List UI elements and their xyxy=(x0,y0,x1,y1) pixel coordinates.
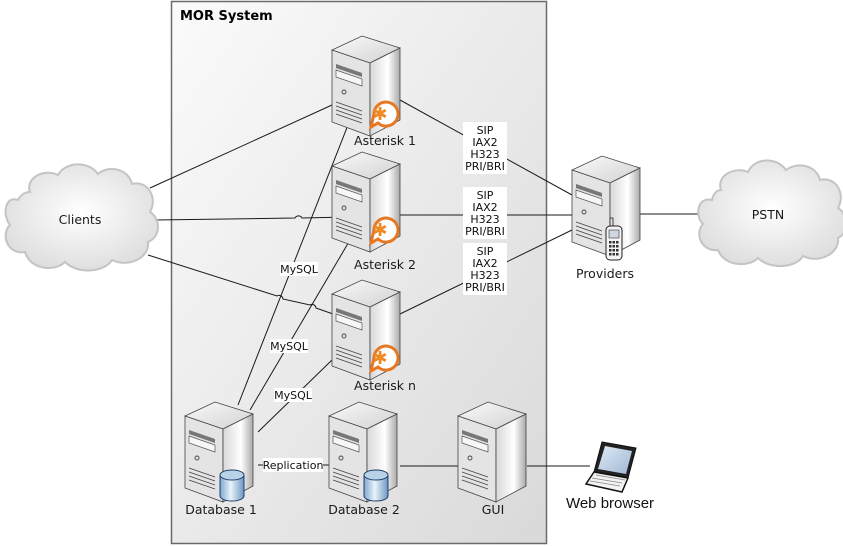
server-icon: ✱ xyxy=(330,35,402,137)
mysql-label-2: MySQL xyxy=(270,339,309,353)
mysql-label-3: MySQL xyxy=(274,388,313,402)
asterisk-logo-icon: ✱ xyxy=(368,100,400,131)
mobile-phone-icon xyxy=(605,217,623,261)
asterisk-2-label: Asterisk 2 xyxy=(354,257,416,272)
server-providers xyxy=(570,155,642,261)
asterisk-1-label: Asterisk 1 xyxy=(354,133,416,148)
web-browser-device xyxy=(584,441,637,493)
protocol-label-1: SIP IAX2 H323 PRI/BRI xyxy=(463,122,507,174)
server-icon xyxy=(570,155,642,261)
svg-text:SIP: SIP xyxy=(477,245,494,258)
svg-text:SIP: SIP xyxy=(477,124,494,137)
svg-text:PRI/BRI: PRI/BRI xyxy=(465,225,505,238)
svg-text:IAX2: IAX2 xyxy=(472,201,497,214)
database-1-label: Database 1 xyxy=(185,502,257,517)
svg-text:IAX2: IAX2 xyxy=(472,136,497,149)
pstn-cloud: PSTN xyxy=(697,159,843,267)
mysql-label-1: MySQL xyxy=(280,262,319,276)
edge-clients-asterisk1 xyxy=(149,104,333,189)
svg-text:H323: H323 xyxy=(470,148,499,161)
database-icon xyxy=(219,469,245,502)
svg-text:MySQL: MySQL xyxy=(280,263,319,276)
svg-text:PRI/BRI: PRI/BRI xyxy=(465,160,505,173)
cloud-icon xyxy=(697,159,843,267)
gui-label: GUI xyxy=(482,502,505,517)
server-icon xyxy=(183,401,255,503)
providers-label: Providers xyxy=(576,266,634,281)
svg-text:✱: ✱ xyxy=(372,220,387,241)
web-browser-label: Web browser xyxy=(566,495,654,512)
svg-text:✱: ✱ xyxy=(372,104,387,125)
svg-text:SIP: SIP xyxy=(477,189,494,202)
server-database-1 xyxy=(183,401,255,503)
server-asterisk-1: ✱ xyxy=(330,35,402,137)
svg-text:MySQL: MySQL xyxy=(270,340,309,353)
edge-clients-asterisk2 xyxy=(154,215,349,221)
asterisk-logo-icon: ✱ xyxy=(368,216,400,247)
server-icon: ✱ xyxy=(330,279,402,381)
pstn-label: PSTN xyxy=(752,207,784,222)
svg-text:✱: ✱ xyxy=(372,348,387,369)
database-2-label: Database 2 xyxy=(328,502,400,517)
replication-label: Replication xyxy=(263,458,324,472)
cloud-icon xyxy=(4,163,159,272)
svg-text:PRI/BRI: PRI/BRI xyxy=(465,281,505,294)
server-icon xyxy=(456,401,528,503)
system-title: MOR System xyxy=(180,9,273,24)
clients-label: Clients xyxy=(59,212,102,227)
asterisk-n-label: Asterisk n xyxy=(354,378,416,393)
clients-cloud: Clients xyxy=(4,163,159,272)
svg-text:Replication: Replication xyxy=(263,459,324,472)
server-icon: ✱ xyxy=(330,151,402,253)
svg-text:IAX2: IAX2 xyxy=(472,257,497,270)
server-asterisk-2: ✱ xyxy=(330,151,402,253)
edge-clients-asteriskn xyxy=(147,254,334,315)
protocol-label-2: SIP IAX2 H323 PRI/BRI xyxy=(463,187,507,239)
server-icon xyxy=(327,401,399,503)
svg-text:H323: H323 xyxy=(470,213,499,226)
server-database-2 xyxy=(327,401,399,503)
asterisk-logo-icon: ✱ xyxy=(368,344,400,375)
edge-db1-asterisk2 xyxy=(249,239,351,411)
laptop-icon xyxy=(584,441,637,493)
svg-text:MySQL: MySQL xyxy=(274,389,313,402)
svg-text:H323: H323 xyxy=(470,269,499,282)
server-gui xyxy=(456,401,528,503)
database-icon xyxy=(363,469,389,502)
protocol-label-3: SIP IAX2 H323 PRI/BRI xyxy=(463,243,507,295)
server-asterisk-n: ✱ xyxy=(330,279,402,381)
